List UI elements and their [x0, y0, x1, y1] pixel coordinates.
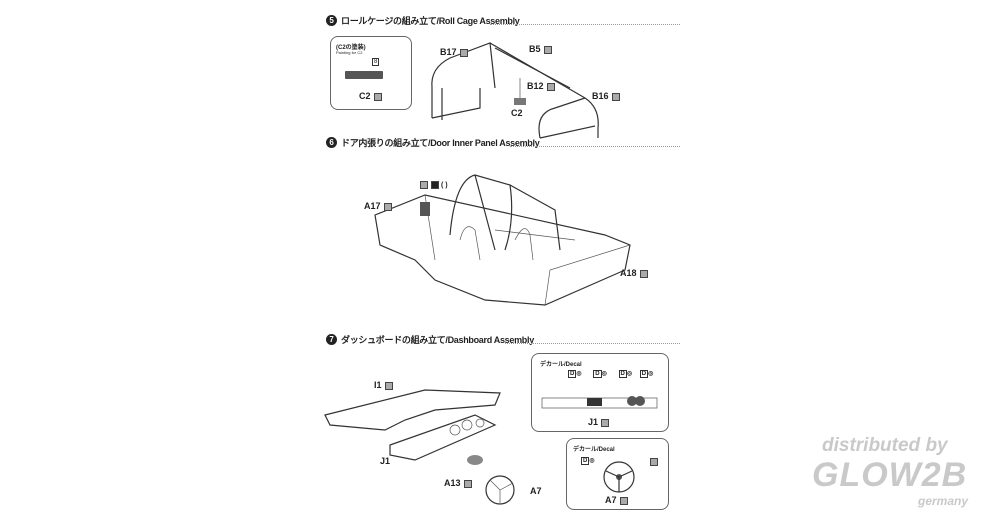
part-label-a7-decal: A7	[605, 495, 628, 505]
decal-box-a7: デカール/Decal D◎ A7	[566, 438, 669, 510]
part-label-a18: A18	[620, 268, 648, 278]
part-label-j1: J1	[380, 456, 391, 466]
c2-part-drawing	[345, 71, 383, 79]
decal-title: デカール/Decal	[573, 447, 615, 453]
part-label-b12: B12	[527, 81, 555, 91]
painting-box: (C2の塗装) Painting for C2 8 C2	[330, 36, 412, 110]
paint-callout: ( )	[417, 181, 448, 189]
part-label-a7: A7	[530, 486, 542, 496]
step-5-header: 5 ロールケージの組み立て/Roll Cage Assembly	[326, 14, 520, 27]
j1-panel-drawing	[541, 396, 658, 409]
step-7-header: 7 ダッシュボードの組み立て/Dashboard Assembly	[326, 333, 534, 346]
watermark-line3: germany	[918, 494, 969, 508]
painting-title: (C2の塗装)	[336, 45, 366, 51]
divider	[510, 146, 680, 147]
part-label-c2: C2	[359, 91, 382, 101]
decal-callouts: D◎ D◎ D◎ D◎	[568, 370, 654, 378]
step-title: ロールケージの組み立て/Roll Cage Assembly	[341, 16, 520, 26]
part-label-a17: A17	[364, 201, 392, 211]
door-panel-chassis-drawing	[374, 174, 631, 306]
decal-box-j1: デカール/Decal D◎ D◎ D◎ D◎ J1	[531, 353, 669, 432]
step-number: 7	[326, 334, 337, 345]
steering-wheel-drawing	[603, 461, 635, 493]
roll-cage-drawing	[431, 42, 599, 139]
step-title: ドア内張りの組み立て/Door Inner Panel Assembly	[341, 138, 540, 148]
step-number: 5	[326, 15, 337, 26]
painting-subtitle: Painting for C2	[336, 50, 363, 55]
part-label-b16: B16	[592, 91, 620, 101]
decal-title: デカール/Decal	[540, 362, 582, 368]
step-title: ダッシュボードの組み立て/Dashboard Assembly	[341, 335, 534, 345]
dashboard-drawing	[324, 389, 515, 505]
step-number: 6	[326, 137, 337, 148]
paint-code: 8	[372, 58, 380, 66]
decal-callout: D◎	[581, 457, 595, 465]
paint-swatch	[650, 458, 658, 466]
divider	[490, 24, 680, 25]
part-label-b5: B5	[529, 44, 552, 54]
part-label-j1-decal: J1	[588, 417, 610, 427]
watermark-line1: distributed by	[822, 435, 948, 456]
watermark-logo: GLOW2B	[812, 456, 968, 494]
step-6-header: 6 ドア内張りの組み立て/Door Inner Panel Assembly	[326, 136, 540, 149]
part-label-a13: A13	[444, 478, 472, 488]
part-label-i1: I1	[374, 380, 393, 390]
part-label-c2: C2	[511, 108, 523, 118]
divider	[505, 343, 680, 344]
part-label-b17: B17	[440, 47, 468, 57]
